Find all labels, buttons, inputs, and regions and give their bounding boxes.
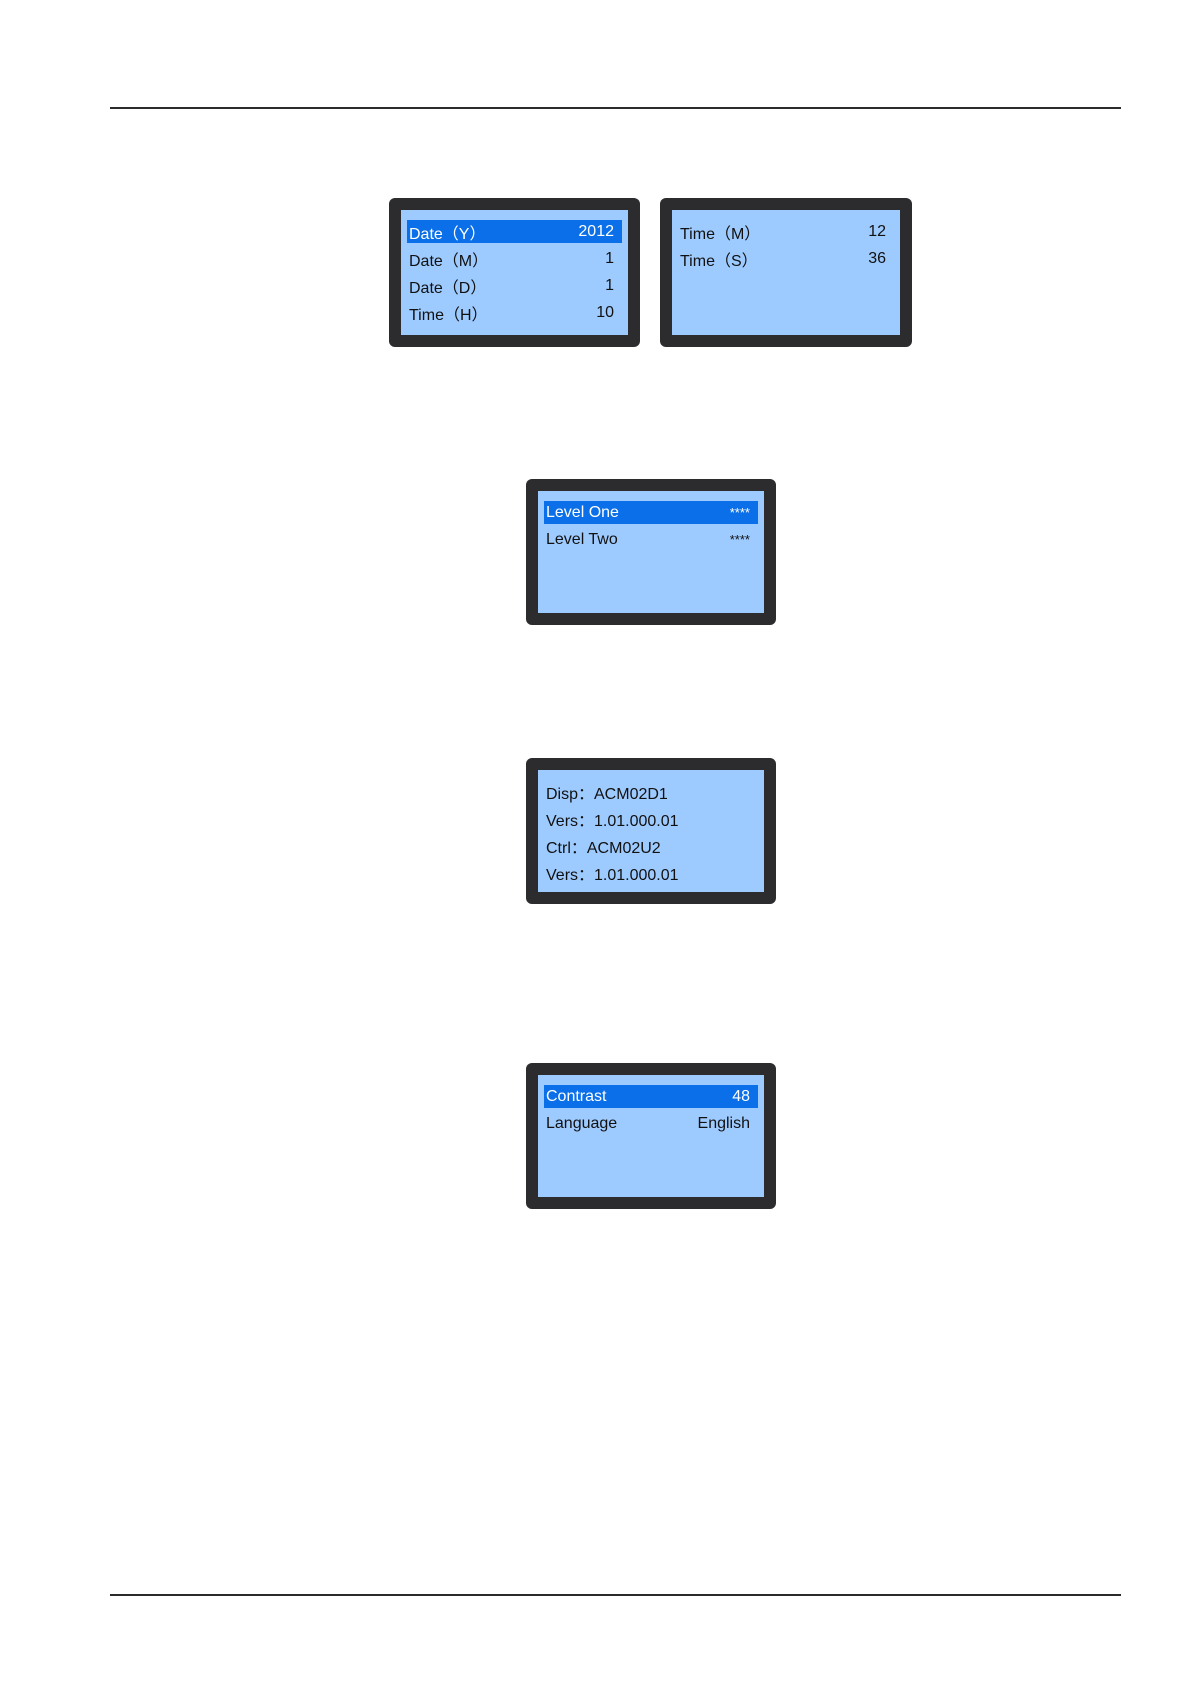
footer-rule	[110, 1594, 1121, 1596]
lcd-settings-panel: Contrast 48 Language English	[526, 1063, 776, 1209]
lcd-datetime-panel-1: Date（Y） 2012 Date（M） 1 Date（D） 1 Time（H）…	[389, 198, 640, 347]
menu-row-level-two[interactable]: Level Two ****	[544, 528, 758, 551]
row-label: Time（H）	[409, 301, 488, 325]
lcd-screen: Level One **** Level Two ****	[538, 491, 764, 613]
version-line-controller: Ctrl：ACM02U2	[544, 834, 758, 857]
row-label: Contrast	[546, 1088, 606, 1106]
row-label: Time（S）	[680, 247, 758, 271]
menu-row-time-second[interactable]: Time（S） 36	[678, 247, 894, 270]
row-value: 1	[605, 250, 614, 268]
password-mask: ****	[730, 532, 750, 547]
lcd-datetime-panel-2: Time（M） 12 Time（S） 36	[660, 198, 912, 347]
row-value: English	[698, 1115, 750, 1133]
version-line-controller-version: Vers：1.01.000.01	[544, 861, 758, 884]
lcd-version-panel: Disp：ACM02D1 Vers：1.01.000.01 Ctrl：ACM02…	[526, 758, 776, 904]
row-value: 12	[868, 223, 886, 241]
row-label: Date（M）	[409, 247, 488, 271]
password-mask: ****	[730, 505, 750, 520]
row-value: 48	[732, 1088, 750, 1106]
menu-row-time-minute[interactable]: Time（M） 12	[678, 220, 894, 243]
menu-row-date-day[interactable]: Date（D） 1	[407, 274, 622, 297]
menu-row-level-one[interactable]: Level One ****	[544, 501, 758, 524]
row-label: Date（Y）	[409, 220, 485, 244]
menu-row-language[interactable]: Language English	[544, 1112, 758, 1135]
row-value: 36	[868, 250, 886, 268]
menu-row-date-year[interactable]: Date（Y） 2012	[407, 220, 622, 243]
row-label: Level One	[546, 504, 619, 522]
menu-row-date-month[interactable]: Date（M） 1	[407, 247, 622, 270]
lcd-screen: Disp：ACM02D1 Vers：1.01.000.01 Ctrl：ACM02…	[538, 770, 764, 892]
version-line-display: Disp：ACM02D1	[544, 780, 758, 803]
lcd-password-panel: Level One **** Level Two ****	[526, 479, 776, 625]
row-label: Language	[546, 1115, 617, 1133]
row-value: 1	[605, 277, 614, 295]
row-label: Level Two	[546, 531, 618, 549]
row-label: Time（M）	[680, 220, 760, 244]
row-value: 2012	[578, 223, 614, 241]
row-label: Date（D）	[409, 274, 486, 298]
row-value: 10	[596, 304, 614, 322]
header-rule	[110, 107, 1121, 109]
menu-row-time-hour[interactable]: Time（H） 10	[407, 301, 622, 324]
lcd-screen: Date（Y） 2012 Date（M） 1 Date（D） 1 Time（H）…	[401, 210, 628, 335]
version-line-display-version: Vers：1.01.000.01	[544, 807, 758, 830]
lcd-screen: Contrast 48 Language English	[538, 1075, 764, 1197]
menu-row-contrast[interactable]: Contrast 48	[544, 1085, 758, 1108]
lcd-screen: Time（M） 12 Time（S） 36	[672, 210, 900, 335]
